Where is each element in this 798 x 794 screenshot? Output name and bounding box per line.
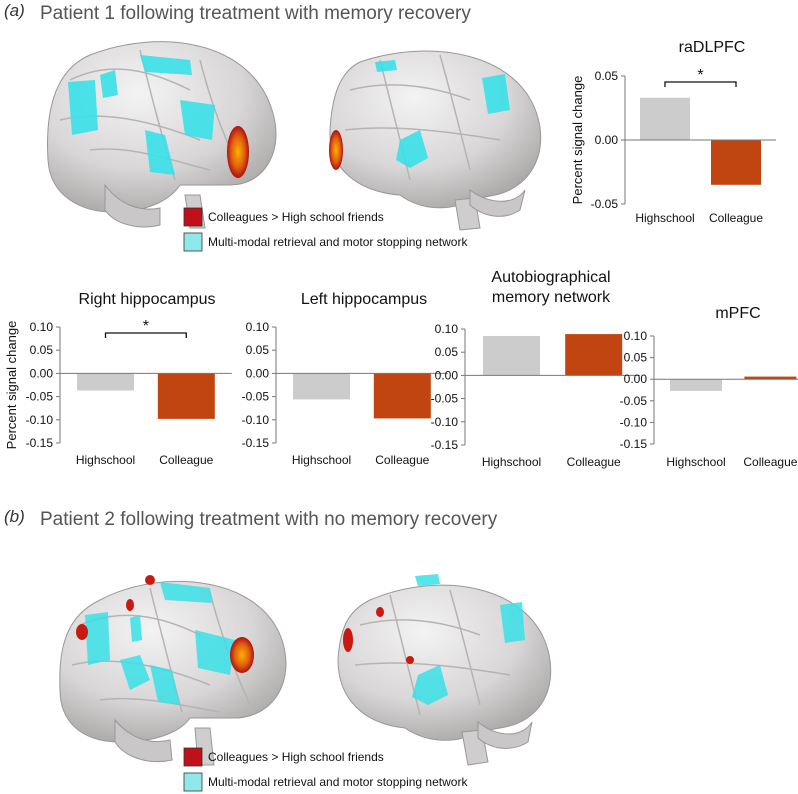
category-label: Colleague: [743, 455, 797, 469]
y-tick-label: -0.15: [431, 438, 459, 452]
category-label: Highschool: [76, 453, 135, 467]
y-tick-label: -0.10: [242, 413, 270, 427]
significance-bracket: [664, 81, 737, 87]
y-tick-label: -0.05: [431, 392, 459, 406]
y-tick-label: -0.15: [620, 437, 648, 451]
category-label: Colleague: [709, 211, 763, 225]
y-tick-label: 0.10: [435, 322, 459, 336]
category-label: Colleague: [159, 453, 213, 467]
brain-right-medial-b: [337, 574, 552, 766]
y-tick-label: -0.15: [26, 436, 54, 450]
bar-highschool: [483, 335, 540, 376]
panel-a-title: Patient 1 following treatment with memor…: [40, 3, 471, 24]
panel-a-letter: (a): [4, 1, 25, 20]
chart-left-hippocampus: Left hippocampus 0.10 0.05 0.00 -0.05 -0.10 -0…: [242, 291, 448, 467]
y-tick-label: 0.05: [624, 351, 648, 365]
y-tick-label: 0.05: [30, 343, 54, 357]
chart-title: mPFC: [715, 305, 760, 322]
bar-colleague: [744, 376, 797, 380]
y-tick-label: 0.10: [30, 320, 54, 334]
y-tick-label: -0.10: [26, 413, 54, 427]
y-tick-label: 0.05: [246, 343, 270, 357]
chart-title: Right hippocampus: [79, 291, 216, 308]
y-tick-label: 0.05: [595, 69, 619, 83]
legend-b-activation-swatch: [183, 747, 203, 767]
category-label: Highschool: [482, 455, 541, 469]
legend-a-network-label: Multi-modal retrieval and motor stopping…: [208, 235, 468, 249]
category-label: Highschool: [666, 455, 725, 469]
chart-autobiographical: Autobiographical memory network 0.10 0.05 0.…: [431, 269, 641, 469]
legend-b-network-swatch: [183, 772, 203, 792]
bar-highschool: [640, 97, 690, 140]
chart-title: memory network: [492, 289, 611, 306]
y-axis-label: Percent signal change: [4, 321, 19, 450]
significance-marker: *: [143, 318, 149, 335]
bar-highschool: [77, 373, 134, 391]
legend-b: Colleagues > High school friends Multi-m…: [183, 747, 468, 792]
legend-a: Colleagues > High school friends Multi-m…: [183, 207, 468, 252]
bar-colleague: [711, 140, 761, 185]
category-label: Colleague: [375, 453, 429, 467]
legend-b-network-label: Multi-modal retrieval and motor stopping…: [208, 775, 468, 789]
bar-colleague: [157, 373, 215, 419]
legend-a-activation-swatch: [183, 207, 203, 227]
chart-right-hippocampus: Right hippocampus 0.10 0.05 0.00 -0.05 -0.10 -…: [4, 291, 232, 467]
significance-marker: *: [697, 67, 703, 84]
y-tick-label: 0.10: [246, 320, 270, 334]
category-label: Highschool: [635, 211, 694, 225]
y-tick-label: -0.05: [242, 390, 270, 404]
bar-colleague: [565, 334, 623, 376]
category-label: Highschool: [292, 453, 351, 467]
chart-mpfc: mPFC 0.10 0.05 0.00 -0.05 -0.10 -0.15Highschoo…: [620, 305, 798, 469]
significance-bracket: [104, 332, 187, 338]
bar-highschool: [293, 373, 350, 400]
legend-a-activation-label: Colleagues > High school friends: [208, 210, 384, 224]
y-axis-label: Percent signal change: [570, 76, 585, 205]
chart-title: Left hippocampus: [301, 291, 427, 308]
panel-b-letter: (b): [4, 507, 25, 526]
bar-highschool: [670, 379, 722, 391]
category-label: Colleague: [567, 455, 621, 469]
y-tick-label: 0.00: [624, 372, 648, 386]
y-tick-label: -0.05: [26, 390, 54, 404]
legend-a-network-swatch: [183, 232, 203, 252]
brain-left-lateral-b: [59, 575, 287, 766]
y-tick-label: 0.10: [624, 329, 648, 343]
y-tick-label: -0.05: [591, 197, 619, 211]
y-tick-label: 0.00: [30, 366, 54, 380]
y-tick-label: 0.00: [246, 366, 270, 380]
brain-left-lateral-a: [47, 41, 277, 229]
y-tick-label: -0.15: [242, 436, 270, 450]
panel-b-title: Patient 2 following treatment with no me…: [40, 509, 498, 530]
chart-title: raDLPFC: [679, 39, 746, 56]
y-tick-label: -0.10: [431, 415, 459, 429]
brain-right-medial-a: [329, 50, 542, 231]
y-tick-label: -0.05: [620, 394, 648, 408]
y-tick-label: 0.05: [435, 345, 459, 359]
legend-b-activation-label: Colleagues > High school friends: [208, 750, 384, 764]
y-tick-label: 0.00: [595, 133, 619, 147]
y-tick-label: 0.00: [435, 368, 459, 382]
chart-title: Autobiographical: [491, 269, 610, 286]
bar-colleague: [373, 373, 431, 419]
y-tick-label: -0.10: [620, 415, 648, 429]
